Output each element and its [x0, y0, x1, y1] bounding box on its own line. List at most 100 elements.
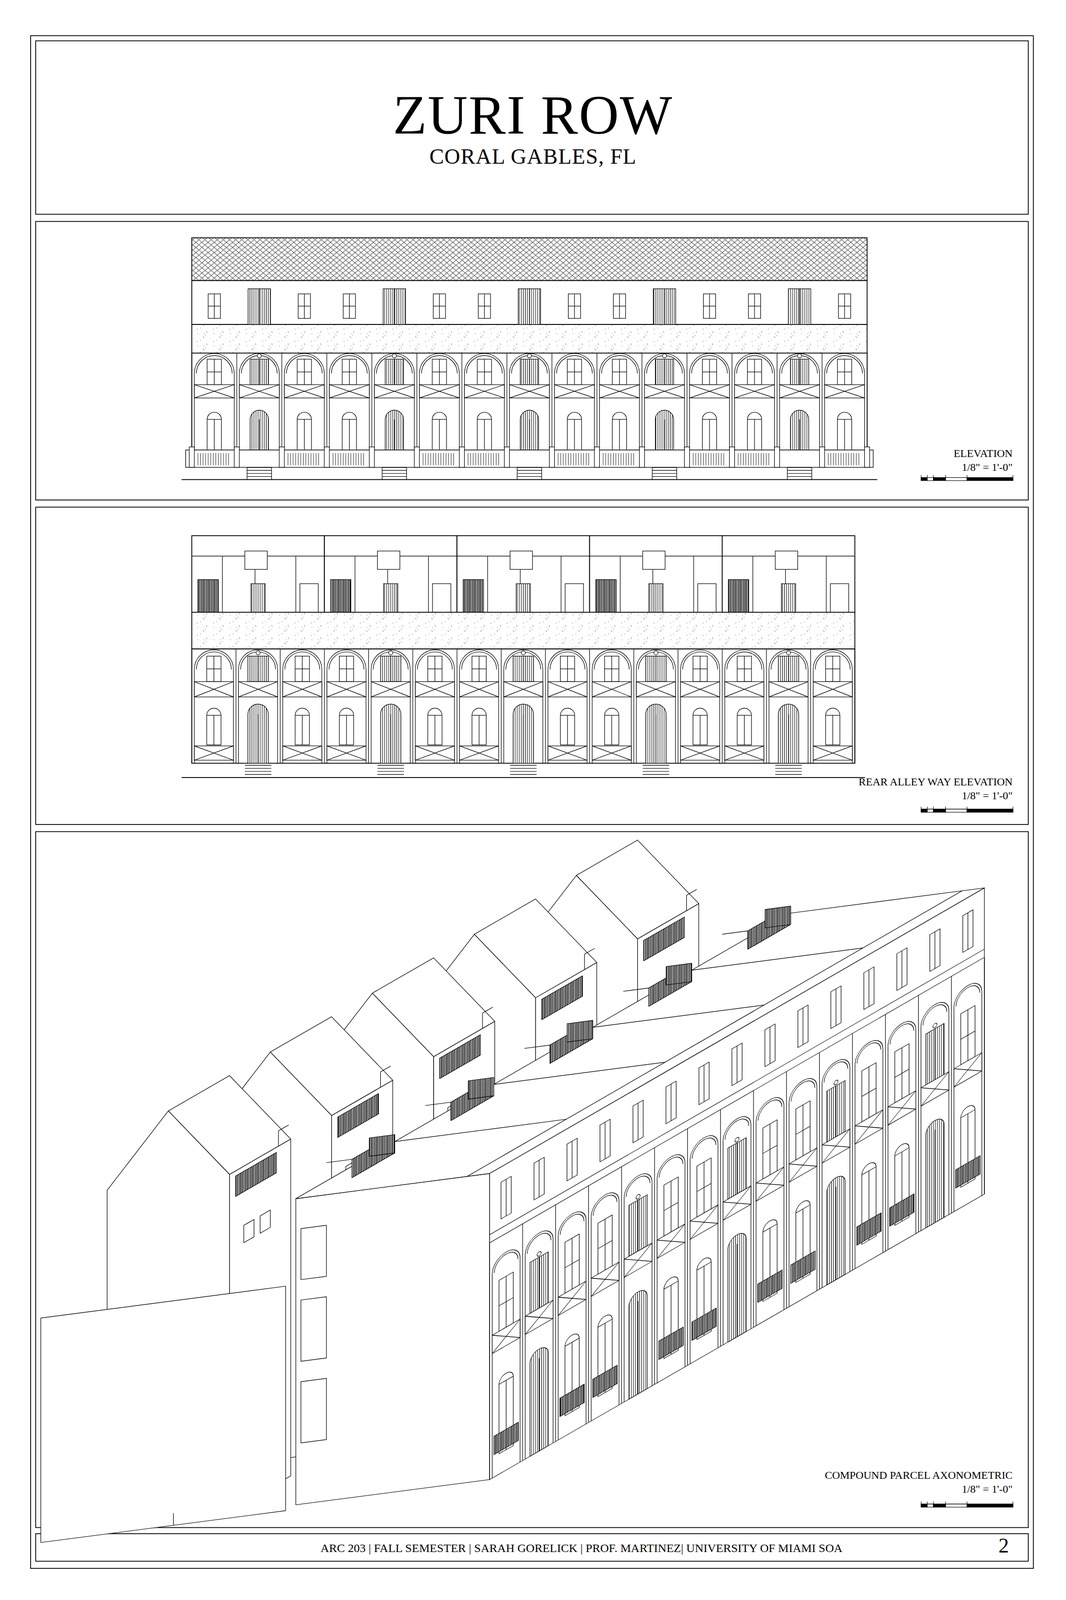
stoop-railing [658, 1326, 684, 1360]
stair-railing [235, 1152, 277, 1197]
lantern [662, 353, 667, 358]
balcony-cross [459, 681, 499, 697]
balcony-rail [284, 384, 325, 399]
window [796, 1100, 811, 1160]
line-work [506, 353, 508, 450]
footer-panel [35, 1533, 1028, 1561]
sheet-number: 2 [998, 1533, 1010, 1557]
arched-window [207, 412, 222, 450]
line-work [412, 648, 413, 763]
arch [558, 1205, 586, 1236]
balcony-rail [525, 1299, 553, 1335]
line-work [477, 418, 492, 420]
balcony-cross [599, 384, 640, 399]
attic-window [699, 1061, 710, 1105]
line-work [416, 353, 418, 450]
balcony-cross [768, 681, 808, 697]
balcony-cross [824, 384, 865, 399]
line-work [641, 353, 643, 450]
line-work [821, 1083, 823, 1288]
line-work [853, 452, 854, 466]
line-work [602, 452, 604, 466]
scale-segment [967, 477, 1014, 481]
balcony-rail [419, 384, 460, 399]
line-work [215, 452, 217, 466]
line-work [604, 668, 620, 669]
arched-window [342, 412, 357, 450]
arched-window [427, 708, 443, 745]
line-work [523, 713, 524, 763]
roof-door [648, 583, 664, 613]
line-work [960, 1030, 976, 1040]
shutter-door [380, 656, 401, 682]
line-work [775, 767, 802, 769]
balcony-cross [636, 681, 676, 697]
line-work [430, 452, 432, 466]
line-work [228, 452, 229, 466]
line-work [597, 1318, 613, 1328]
line-work [828, 452, 829, 466]
attic-window [568, 293, 581, 319]
line-work [207, 418, 222, 420]
rail-cross [724, 745, 764, 760]
balcony-rail [503, 681, 543, 697]
line-work [345, 452, 347, 466]
line-work [918, 995, 919, 1233]
line-work [575, 452, 577, 466]
line-work [524, 1044, 550, 1049]
line-work [642, 770, 670, 772]
line-work [736, 1142, 738, 1194]
line-work [206, 668, 222, 669]
entry-door [247, 704, 268, 764]
balcony-cross [623, 1242, 652, 1278]
line-work [565, 1337, 580, 1346]
line-work [529, 358, 530, 385]
entry-door [778, 704, 799, 764]
line-work [951, 976, 952, 1213]
roof-wall [300, 583, 319, 613]
line-work [848, 452, 849, 466]
arched-window [567, 412, 582, 450]
line-work [721, 648, 723, 763]
rail-cross [680, 745, 720, 760]
lantern [527, 353, 532, 358]
line-work [567, 371, 582, 372]
window [747, 358, 762, 385]
arched-window [825, 708, 841, 745]
attic-window [599, 1118, 611, 1162]
line-work [703, 452, 704, 466]
line-work [467, 890, 963, 1176]
line-work [560, 668, 575, 669]
line-work [493, 1062, 666, 1085]
attic-door [518, 288, 541, 325]
line-work [213, 714, 215, 745]
line-work [766, 648, 767, 763]
end-window [301, 1224, 327, 1280]
line-work [525, 1254, 526, 1459]
line-work [843, 452, 844, 466]
line-work [435, 452, 437, 466]
arched-window [339, 708, 354, 745]
rail-cross [547, 745, 587, 760]
line-work [748, 452, 749, 466]
line-work [596, 353, 598, 450]
line-work [762, 1145, 778, 1154]
line-work [495, 452, 497, 466]
line-work [589, 648, 590, 763]
ground-rail [592, 745, 632, 760]
attic-window [613, 293, 626, 319]
line-work [205, 452, 206, 466]
arch-inner [824, 1056, 848, 1083]
window [295, 656, 310, 682]
ground-rail [459, 745, 499, 760]
line-work [684, 1162, 686, 1367]
line-work [623, 987, 650, 992]
line-work [702, 418, 717, 420]
line-work [816, 1086, 818, 1291]
line-work [538, 1256, 540, 1308]
line-work [473, 452, 474, 466]
balcony-cross [282, 681, 322, 697]
line-work [583, 452, 584, 466]
line-work [563, 452, 564, 466]
line-work [475, 452, 477, 466]
